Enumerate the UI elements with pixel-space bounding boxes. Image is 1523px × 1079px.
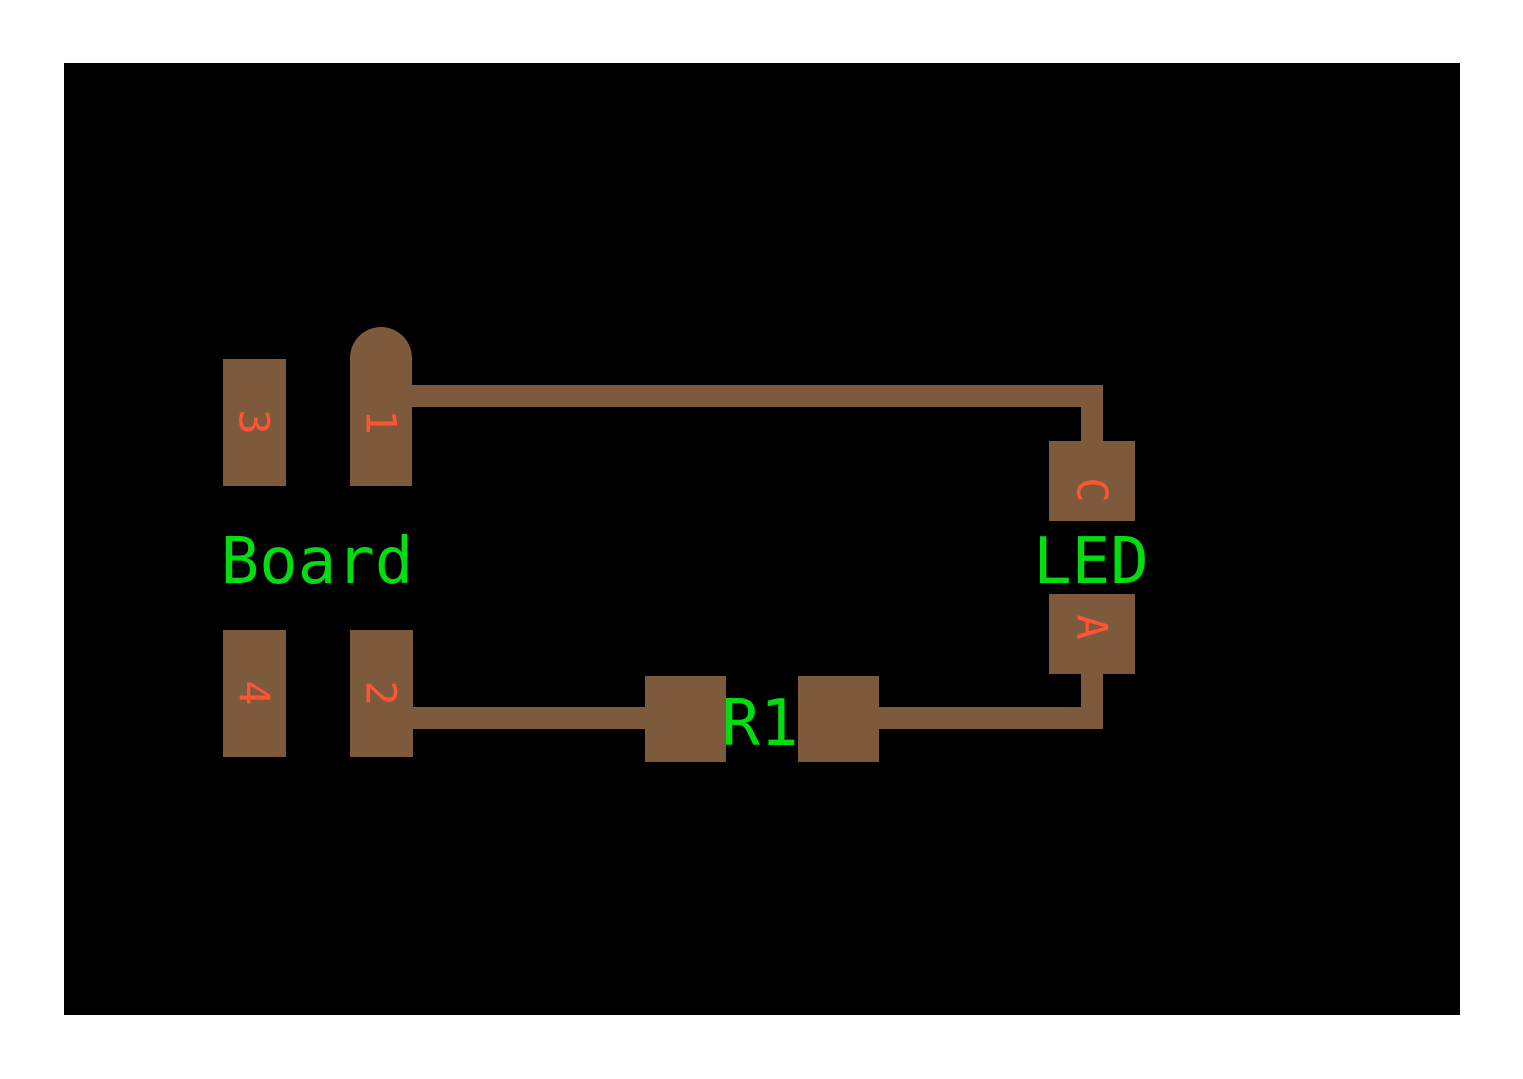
pin-label-a: A [1068,614,1117,639]
led-pad-c [1049,441,1135,521]
pin-label-4: 4 [230,680,279,705]
pin-label-3: 3 [230,409,279,434]
pin-label-c: C [1068,477,1117,502]
pin-label-2: 2 [357,680,406,705]
r1-label: R1 [721,687,798,761]
r1-pad-left [645,676,726,762]
pin-label-1: 1 [357,409,406,434]
trace-r1-to-led-a [860,668,1103,729]
board-pad-3 [223,359,286,486]
board-pad-2 [350,630,413,757]
led-label: LED [1033,525,1149,599]
led-pad-a [1049,594,1135,674]
board-pad-1 [350,327,412,486]
r1-pad-right [798,676,879,762]
pcb-board [64,63,1460,1015]
board-label: Board [221,525,414,599]
trace-pin1-to-led-c [381,385,1103,445]
board-pad-4 [223,630,286,757]
